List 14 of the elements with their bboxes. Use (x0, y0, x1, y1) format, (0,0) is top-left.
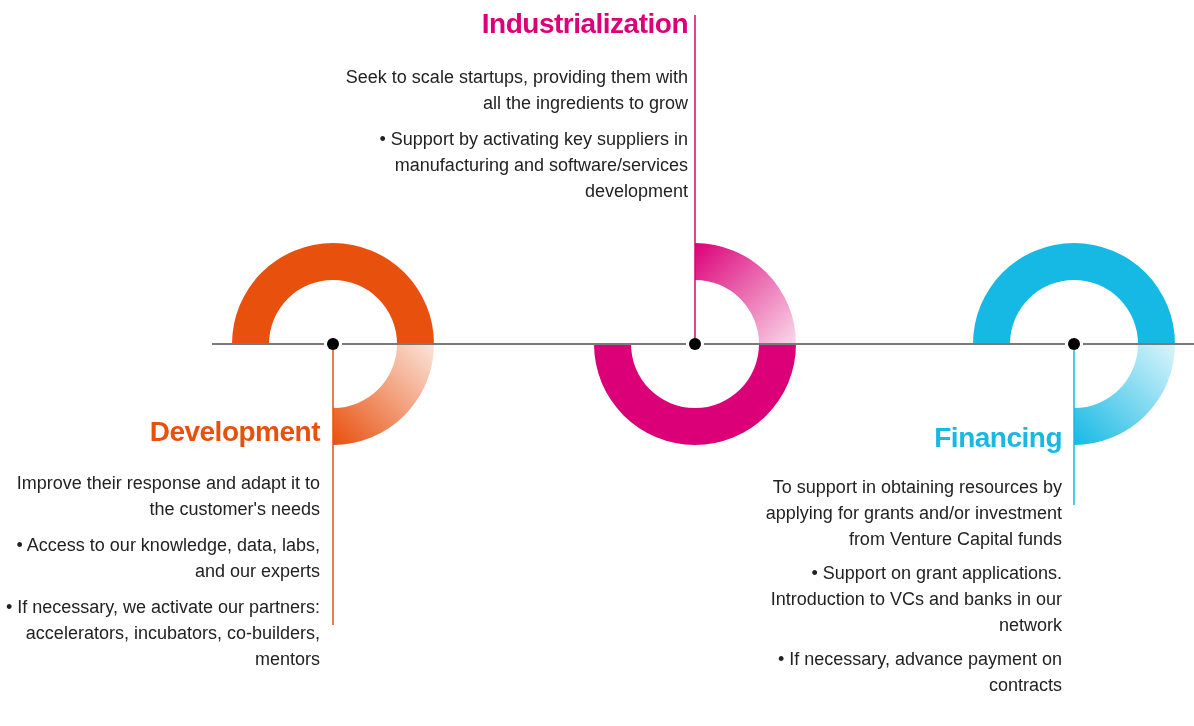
stage-description: • If necessary, advance payment on contracts (776, 648, 1062, 697)
leader-line (694, 14, 696, 339)
stage-description: To support in obtaining resources by applying for grants and/or investment from Venture Capital funds (764, 476, 1062, 551)
stage-description: • Support by activating key suppliers in manufacturing and software/services development (378, 128, 688, 203)
stage-description: Seek to scale startups, providing them with all the ingredients to grow (344, 66, 688, 115)
stage-description: • If necessary, we activate our partners: accelerators, incubators, co-builders, mentors (4, 596, 320, 671)
stage-heading: Industrialization (481, 7, 688, 41)
stage-description: Improve their response and adapt it to the customer's needs (15, 472, 320, 521)
leader-line (1073, 349, 1075, 506)
stage-heading: Financing (934, 421, 1062, 455)
stage-heading: Development (149, 415, 320, 449)
leader-line (332, 349, 334, 626)
stage-description: • Support on grant applications. Introduction to VCs and banks in our network (769, 562, 1062, 637)
stage-description: • Access to our knowledge, data, labs, and our experts (15, 534, 320, 583)
